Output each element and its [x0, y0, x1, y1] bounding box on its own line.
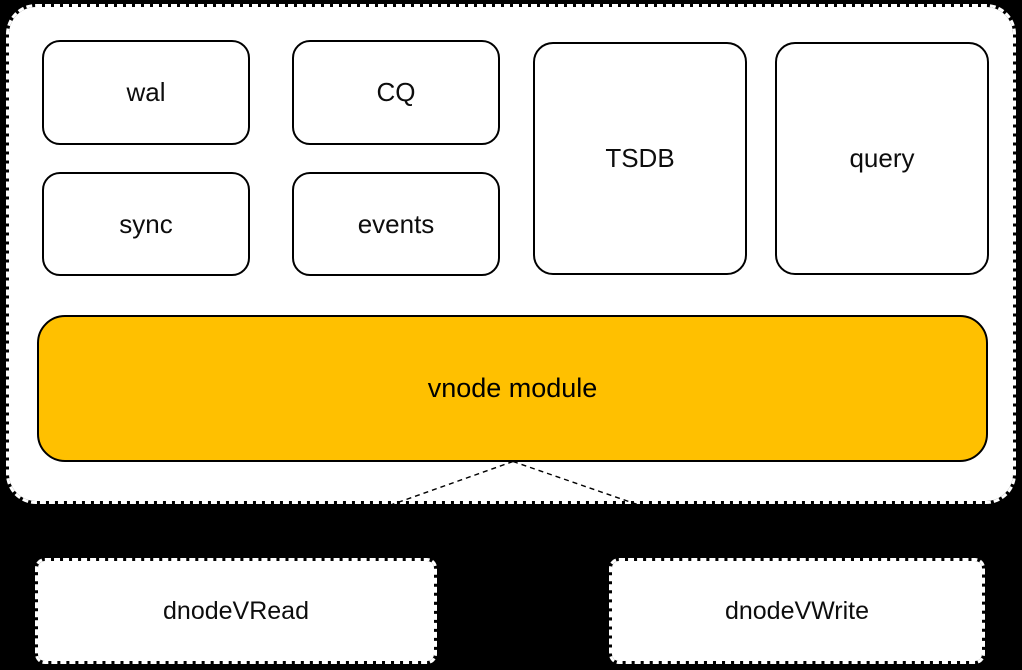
module-label-sync: sync: [119, 208, 173, 239]
module-box-tsdb: TSDB: [533, 42, 747, 275]
module-label-cq: CQ: [376, 77, 416, 107]
dnode-vread-label: dnodeVRead: [163, 596, 309, 625]
module-box-events: events: [292, 172, 500, 276]
module-box-cq: CQ: [292, 40, 500, 145]
vnode-module-label: vnode module: [427, 373, 598, 403]
module-box-wal: wal: [42, 40, 250, 145]
module-label-events: events: [357, 208, 435, 239]
module-box-sync: sync: [42, 172, 250, 276]
vnode-module-bar: vnode module: [37, 315, 988, 462]
module-box-query: query: [775, 42, 989, 275]
module-label-tsdb: TSDB: [605, 143, 675, 173]
dnode-vwrite-box: dnodeVWrite: [609, 558, 985, 664]
dnode-vread-box: dnodeVRead: [35, 558, 437, 664]
dnode-vwrite-label: dnodeVWrite: [724, 596, 870, 625]
module-label-query: query: [849, 143, 915, 173]
module-label-wal: wal: [126, 77, 166, 107]
